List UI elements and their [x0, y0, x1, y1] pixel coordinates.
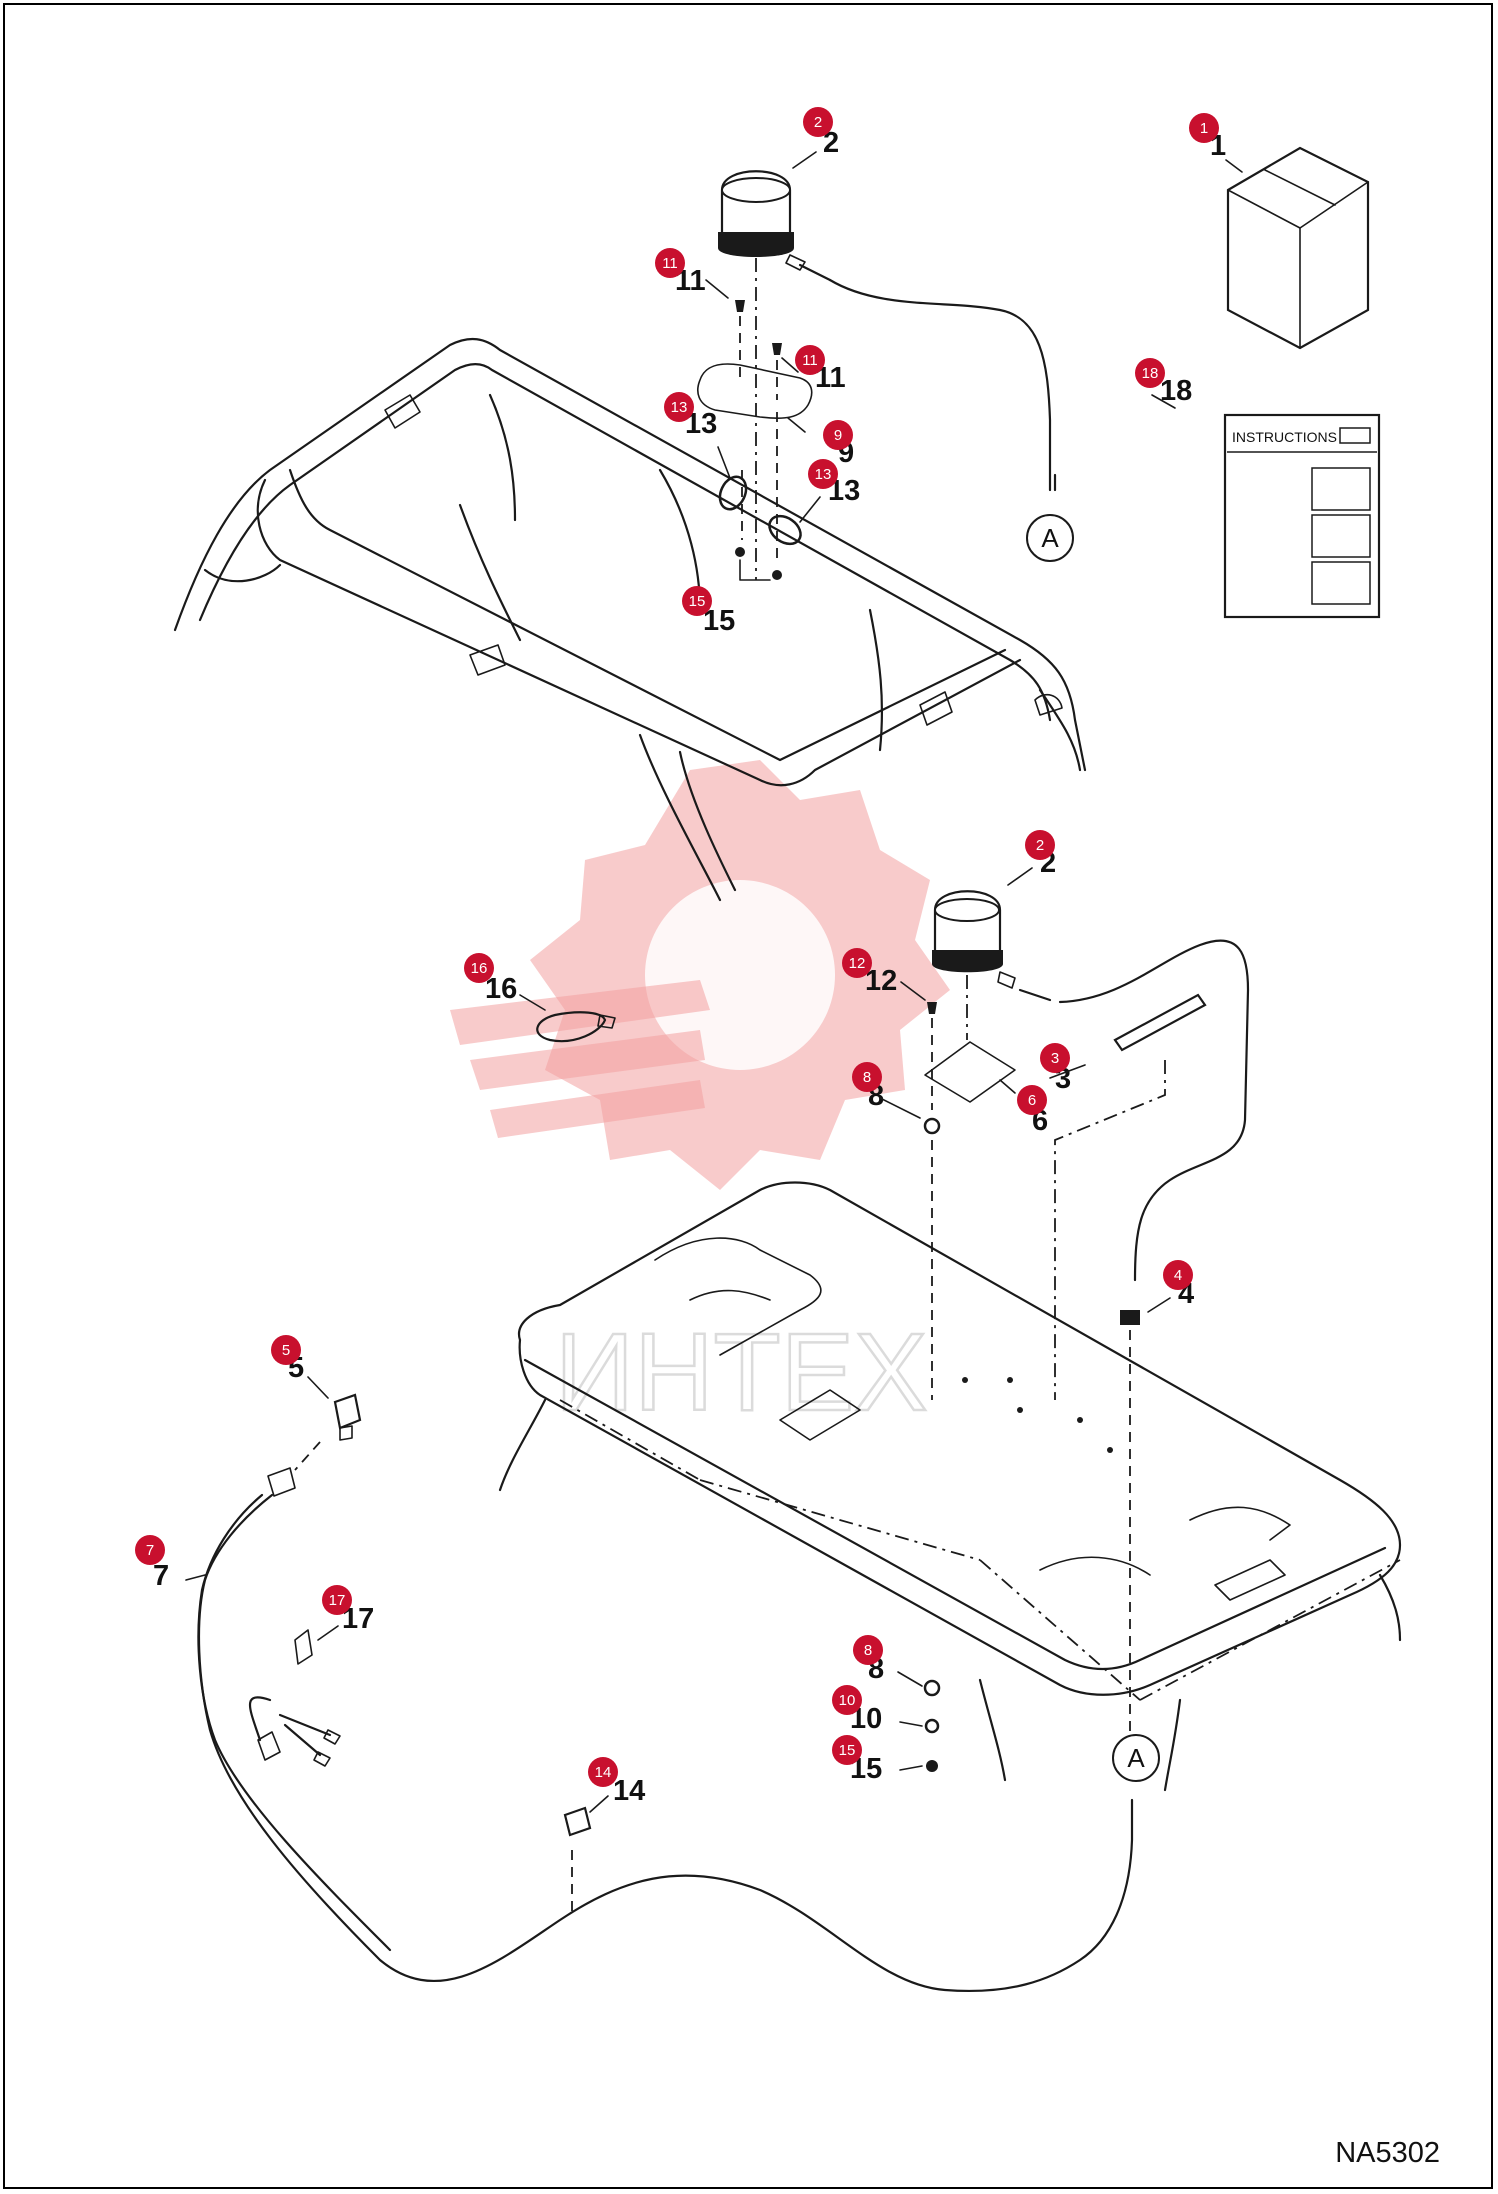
clamps-13: [718, 412, 802, 560]
callout-bubble-10: 10: [832, 1685, 862, 1715]
callout-bubble-12: 12: [842, 948, 872, 978]
svg-text:13: 13: [671, 399, 688, 416]
svg-text:1: 1: [1200, 120, 1208, 137]
callout-bubble-1: 1: [1189, 113, 1219, 143]
weatherstrip-3: [1054, 993, 1207, 1400]
svg-text:14: 14: [595, 1764, 612, 1781]
roll-cage-frame: [173, 337, 1087, 902]
callout-bubble-5: 5: [271, 1335, 301, 1365]
callout-bubble-2: 2: [803, 107, 833, 137]
callout-bubble-17: 17: [322, 1585, 352, 1615]
callout-bubble-4: 4: [1163, 1260, 1193, 1290]
nuts-15-upper: [735, 547, 782, 581]
svg-text:INSTRUCTIONS: INSTRUCTIONS: [1232, 429, 1337, 445]
callout-bubble-11: 11: [795, 345, 825, 375]
svg-text:12: 12: [865, 965, 897, 997]
callout-bubble-15: 15: [832, 1735, 862, 1765]
grommet-4: [1120, 1310, 1140, 1740]
svg-text:2: 2: [1036, 837, 1044, 854]
svg-text:6: 6: [1028, 1092, 1036, 1109]
leader-lines: [185, 151, 1243, 1813]
svg-text:18: 18: [1142, 365, 1159, 382]
svg-text:9: 9: [834, 427, 842, 444]
svg-text:A: A: [1041, 523, 1059, 553]
lower-hardware-stack: [923, 1679, 941, 1772]
svg-text:8: 8: [864, 1642, 872, 1659]
callout-bubble-2: 2: [1025, 830, 1055, 860]
screws-11-upper: [735, 300, 782, 400]
callout-bubble-3: 3: [1040, 1043, 1070, 1073]
svg-text:12: 12: [849, 955, 866, 972]
connector-a-upper: A: [1026, 514, 1074, 562]
kit-box: [1226, 146, 1370, 350]
beacon-light-lower: [932, 890, 1250, 1282]
callout-bubble-8: 8: [853, 1635, 883, 1665]
svg-text:4: 4: [1174, 1267, 1182, 1284]
watermark-text: ИНТЕХ: [555, 1311, 927, 1434]
callout-bubble-16: 16: [464, 953, 494, 983]
svg-text:2: 2: [823, 127, 839, 159]
drawing-frame: [3, 3, 1493, 2189]
callout-bubble-11: 11: [655, 248, 685, 278]
svg-text:5: 5: [282, 1342, 290, 1359]
callout-bubble-18: 18: [1135, 358, 1165, 388]
callout-bubble-13: 13: [808, 459, 838, 489]
callout-bubble-9: 9: [823, 420, 853, 450]
bolt-12: [923, 1002, 941, 1400]
callout-bubble-8: 8: [852, 1062, 882, 1092]
callout-bubbles: 1 2 11 11 9 13 13 15 18 2 16 12 3 8 6 4 …: [135, 107, 1219, 1787]
svg-text:17: 17: [329, 1592, 346, 1609]
callout-bubble-7: 7: [135, 1535, 165, 1565]
cable-tie: [536, 1011, 616, 1043]
svg-text:11: 11: [802, 352, 818, 369]
roof-panel: [498, 1181, 1402, 1792]
callout-bubble-6: 6: [1017, 1085, 1047, 1115]
wiring-harness: [197, 1393, 1134, 1993]
callout-bubble-13: 13: [664, 392, 694, 422]
beacon-light-upper: [718, 170, 1057, 492]
svg-text:11: 11: [662, 255, 678, 272]
mount-plate-9: [697, 363, 813, 420]
mount-plate-6: [924, 1041, 1016, 1103]
svg-text:10: 10: [839, 1692, 856, 1709]
callout-bubble-15: 15: [682, 586, 712, 616]
svg-text:3: 3: [1051, 1050, 1059, 1067]
svg-text:15: 15: [689, 593, 706, 610]
svg-text:A: A: [1127, 1743, 1145, 1773]
svg-text:8: 8: [863, 1069, 871, 1086]
svg-text:15: 15: [839, 1742, 856, 1759]
svg-text:14: 14: [613, 1775, 645, 1807]
svg-text:13: 13: [815, 466, 832, 483]
callout-bubble-14: 14: [588, 1757, 618, 1787]
svg-text:7: 7: [153, 1560, 169, 1592]
watermark-logo: [450, 760, 950, 1190]
instructions-sheet: INSTRUCTIONS: [1223, 413, 1381, 619]
document-code: NA5302: [1335, 2137, 1440, 2169]
svg-text:16: 16: [471, 960, 488, 977]
connector-a-lower: A: [1112, 1734, 1160, 1782]
svg-text:16: 16: [485, 973, 517, 1005]
svg-text:2: 2: [814, 114, 822, 131]
svg-text:7: 7: [146, 1542, 154, 1559]
